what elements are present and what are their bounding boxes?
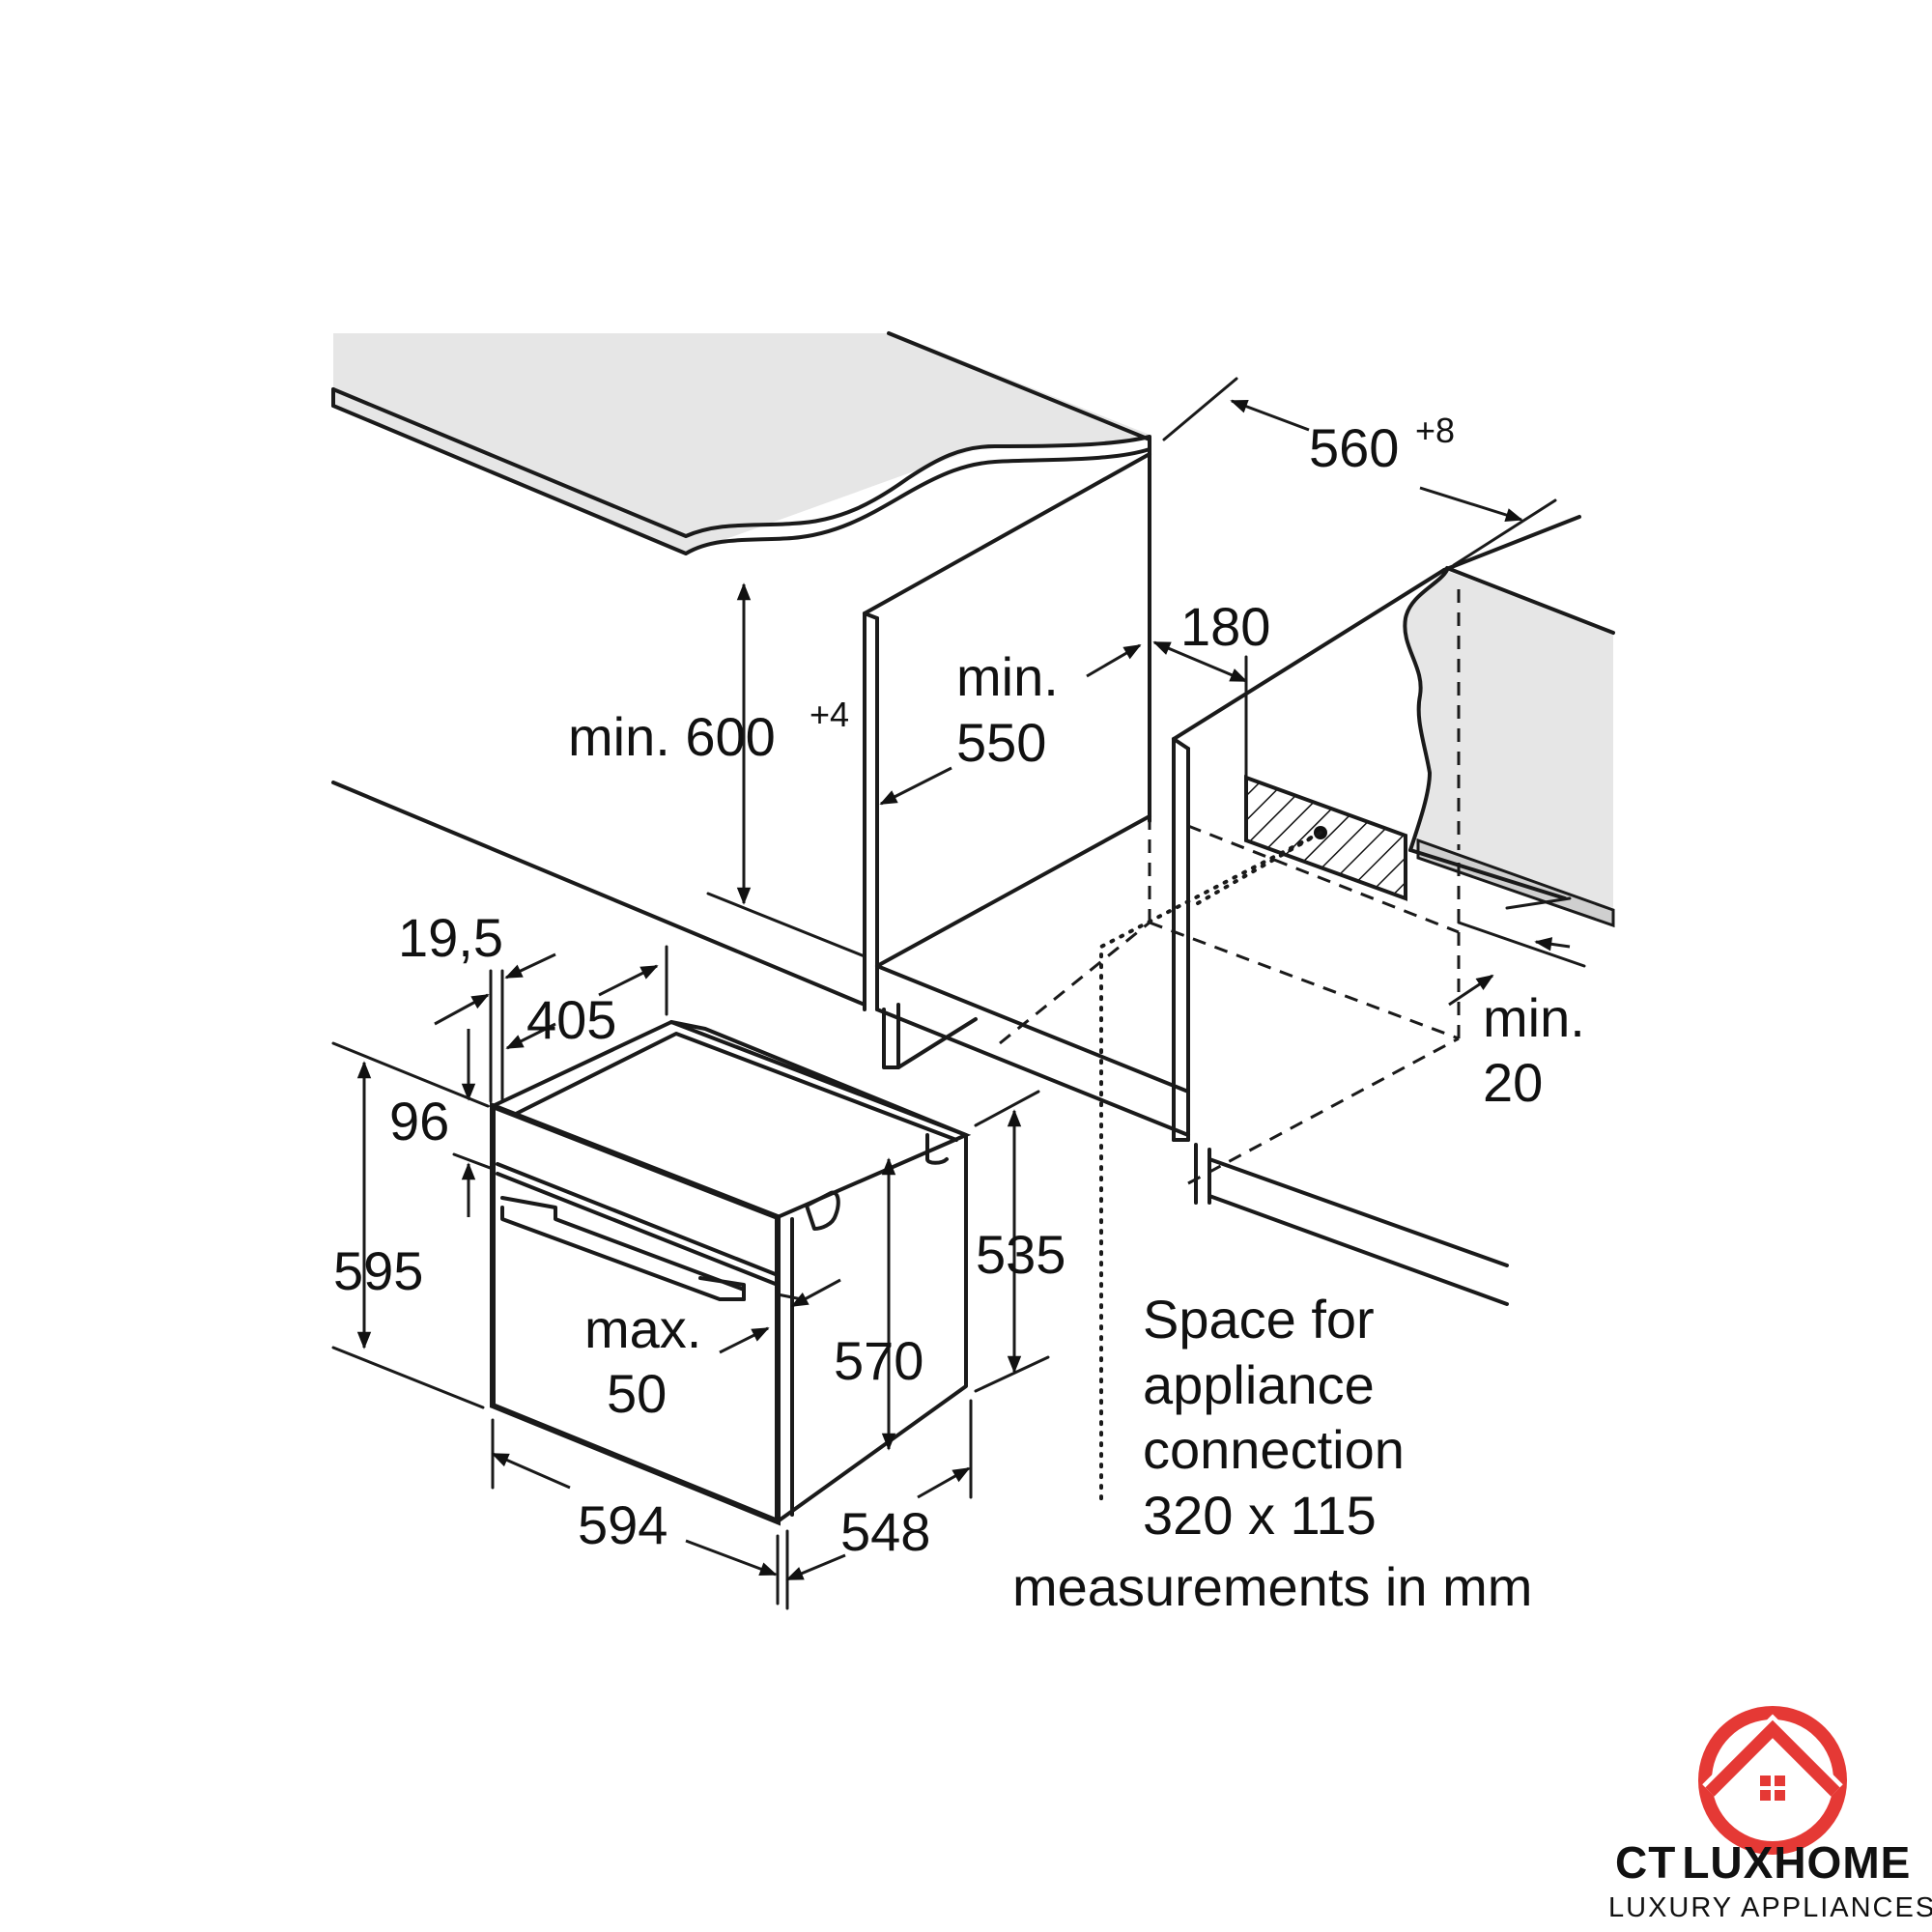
floor-line-left: [331, 781, 867, 1007]
dim-570-label: 570: [834, 1330, 923, 1391]
dim-595-label: 595: [333, 1240, 423, 1301]
niche-right: [999, 515, 1581, 1509]
dimension-lines: [331, 377, 1586, 1610]
dim-550-label-line1: min.: [956, 646, 1059, 707]
connection-note-line4: 320 x 115: [1143, 1485, 1377, 1546]
dim-560-label: 560: [1309, 417, 1399, 478]
worktop-back-edge: [887, 331, 1151, 441]
dim-96-label: 96: [389, 1091, 449, 1151]
brand-tagline: LUXURY APPLIANCES: [1608, 1892, 1932, 1923]
connection-note-line3: connection: [1143, 1419, 1405, 1480]
dim-20-label-line1: min.: [1483, 987, 1585, 1048]
logo-ring-icon: [1698, 1706, 1847, 1855]
dim-180-label: 180: [1180, 596, 1270, 657]
connection-area: [1244, 775, 1407, 901]
worktop-right: [1403, 566, 1615, 928]
dim-594-label: 594: [578, 1494, 668, 1555]
dim-50-label-line2: 50: [607, 1363, 667, 1424]
logo-roof-icon: [1705, 1719, 1840, 1797]
dim-19-5-label: 19,5: [398, 907, 503, 968]
dim-535-label: 535: [976, 1224, 1065, 1285]
dim-20-label-line2: 20: [1483, 1052, 1543, 1113]
dim-405-label: 405: [526, 989, 616, 1050]
connection-note-line2: appliance: [1143, 1354, 1375, 1415]
dim-548-label: 548: [840, 1501, 930, 1562]
logo-window-icon: [1760, 1776, 1785, 1801]
oven: [487, 1019, 972, 1526]
dim-50-label-line1: max.: [584, 1298, 701, 1359]
dim-600-label: min. 600: [568, 706, 776, 767]
connection-note-line1: Space for: [1143, 1289, 1375, 1350]
cabinet-left: [863, 442, 1190, 1137]
dim-560-tolerance: +8: [1415, 411, 1455, 450]
connection-leader: [1099, 831, 1322, 1509]
dim-600-tolerance: +4: [810, 695, 849, 734]
units-note: measurements in mm: [1012, 1556, 1532, 1617]
dim-550-label-line2: 550: [956, 712, 1046, 773]
worktop-left: [331, 333, 1151, 555]
